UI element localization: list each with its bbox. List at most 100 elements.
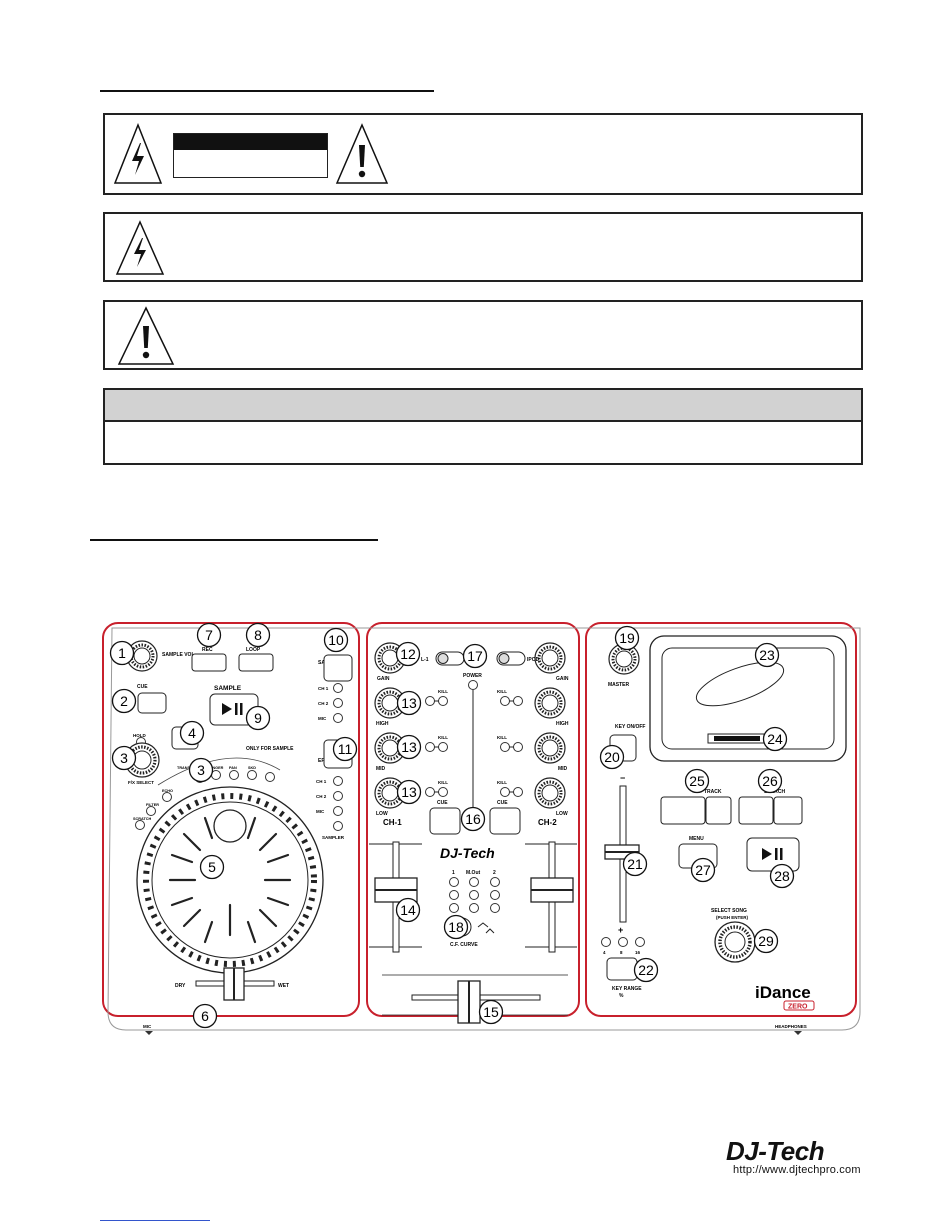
mic-input-label: MIC — [143, 1024, 152, 1029]
mixer-controls: GAIN GAIN L-1 IPOD POWER HIGH KILL MID K… — [369, 641, 577, 1024]
ch1-high-kill-led-2[interactable] — [438, 696, 448, 706]
ipod-play-pause-button[interactable] — [746, 837, 800, 872]
mixer-brand-logo: DJ-Tech — [440, 845, 495, 861]
effect-ch1-led — [333, 776, 343, 786]
select-song-label: SELECT SONG — [711, 908, 747, 914]
ch1-high-kill-led-1[interactable] — [425, 696, 435, 706]
caution-box — [103, 113, 863, 195]
track-next-button[interactable] — [705, 796, 732, 825]
fx-echo-led — [162, 792, 172, 802]
ch2-high-kill-led-2[interactable] — [513, 696, 523, 706]
cue-button[interactable] — [137, 692, 167, 714]
effect-sampler-led — [333, 821, 343, 831]
ipod-label: IPOD — [527, 657, 540, 663]
ch2-low-knob[interactable] — [533, 776, 567, 810]
sampler-ch2-label: CH 2 — [318, 701, 329, 706]
callout-23: 23 — [759, 647, 775, 663]
rec-button[interactable] — [191, 653, 227, 672]
key-range-label: KEY RANGE — [612, 986, 642, 992]
l1-label: L-1 — [421, 657, 429, 663]
ch2-high-knob[interactable] — [533, 686, 567, 720]
key-range-4-label: 4 — [603, 950, 606, 955]
callout-26: 26 — [762, 773, 778, 789]
fx-extra-led — [265, 772, 275, 782]
callout-14: 14 — [400, 902, 416, 918]
pause-icon — [775, 848, 778, 860]
sampler-on-button[interactable] — [323, 654, 353, 682]
ch2-gain-label: GAIN — [556, 676, 569, 682]
ch2-mid-label: MID — [558, 766, 568, 772]
push-enter-label: (PUSH ENTER) — [716, 915, 749, 920]
ch1-low-kill-led-2[interactable] — [438, 787, 448, 797]
callout-19: 19 — [619, 630, 635, 646]
search-back-button[interactable] — [738, 796, 774, 825]
ch2-high-kill-label: KILL — [497, 689, 507, 694]
callout-3a: 3 — [120, 750, 128, 766]
ch1-mid-kill-led-2[interactable] — [438, 742, 448, 752]
callout-10: 10 — [328, 632, 344, 648]
ch2-low-kill-label: KILL — [497, 780, 507, 785]
effect-ch2-label: CH 2 — [316, 794, 327, 799]
callout-17: 17 — [467, 648, 483, 664]
product-badge — [783, 1000, 815, 1011]
pitch-plus-label: + — [618, 925, 623, 935]
ch2-cue-button[interactable] — [489, 807, 521, 835]
play-icon — [762, 848, 772, 860]
vu-mout-label: M.Out — [466, 870, 480, 876]
ch1-high-label: HIGH — [376, 721, 389, 727]
fx-filter-led — [146, 806, 156, 816]
left-deck-panel — [102, 622, 360, 1017]
footer-url: http://www.djtechpro.com — [733, 1164, 861, 1176]
ch1-low-kill-led-1[interactable] — [425, 787, 435, 797]
callout-5: 5 — [208, 859, 216, 875]
callouts: 1 2 3 4 3 5 6 7 8 9 10 11 12 13 13 13 14… — [109, 622, 795, 1029]
callout-13b: 13 — [401, 739, 417, 755]
sample-label: SAMPLE — [214, 685, 242, 692]
cf-curve-label: C.F. CURVE — [450, 942, 478, 948]
search-forward-button[interactable] — [773, 796, 803, 825]
ch2-high-kill-led-1[interactable] — [500, 696, 510, 706]
ch2-mid-knob[interactable] — [533, 731, 567, 765]
ch2-low-kill-led-1[interactable] — [500, 787, 510, 797]
effect-ch1-label: CH 1 — [316, 779, 327, 784]
ch2-high-label: HIGH — [556, 721, 569, 727]
electric-shock-warning-icon — [115, 220, 165, 275]
ch1-high-kill-label: KILL — [438, 689, 448, 694]
ch2-mid-kill-led-2[interactable] — [513, 742, 523, 752]
callout-15: 15 — [483, 1004, 499, 1020]
callout-3b: 3 — [197, 762, 205, 778]
callout-1: 1 — [118, 645, 126, 661]
section-heading-rule-1 — [100, 90, 434, 92]
ch2-gain-knob[interactable] — [533, 641, 567, 675]
mic-input-arrow-icon — [145, 1031, 153, 1035]
notice-header-bar — [105, 390, 861, 422]
ch2-mid-kill-led-1[interactable] — [500, 742, 510, 752]
key-range-8-led — [618, 937, 628, 947]
dock-controls: MASTER KEY ON/OFF − + TRACK SEARCH MENU … — [601, 635, 847, 1035]
ch1-mid-kill-led-1[interactable] — [425, 742, 435, 752]
callout-18: 18 — [448, 919, 464, 935]
callout-28: 28 — [774, 868, 790, 884]
effect-mic-label: MIC — [316, 809, 325, 814]
key-range-button[interactable] — [606, 957, 638, 981]
pause-icon — [235, 703, 238, 715]
ch2-label: CH-2 — [538, 818, 557, 827]
deck-controls: SAMPLE VOL. CUE REC LOOP SAMPLE SAMPLER … — [124, 639, 353, 1035]
track-prev-button[interactable] — [660, 796, 706, 825]
callout-7: 7 — [205, 627, 213, 643]
sampler-mic-led — [333, 713, 343, 723]
jog-wheel[interactable] — [136, 786, 324, 974]
fx-skd-led — [247, 770, 257, 780]
fx-echo-label: ECHO — [162, 789, 173, 793]
dry-label: DRY — [175, 983, 186, 989]
dock-adapter-selector[interactable] — [691, 653, 788, 715]
ch1-cue-label: CUE — [437, 800, 448, 806]
ch2-low-kill-led-2[interactable] — [513, 787, 523, 797]
exclamation-warning-icon — [117, 306, 175, 365]
loop-button[interactable] — [238, 653, 274, 672]
callout-25: 25 — [689, 773, 705, 789]
ch1-cue-button[interactable] — [429, 807, 461, 835]
pitch-minus-label: − — [620, 773, 625, 783]
callout-24: 24 — [767, 731, 783, 747]
